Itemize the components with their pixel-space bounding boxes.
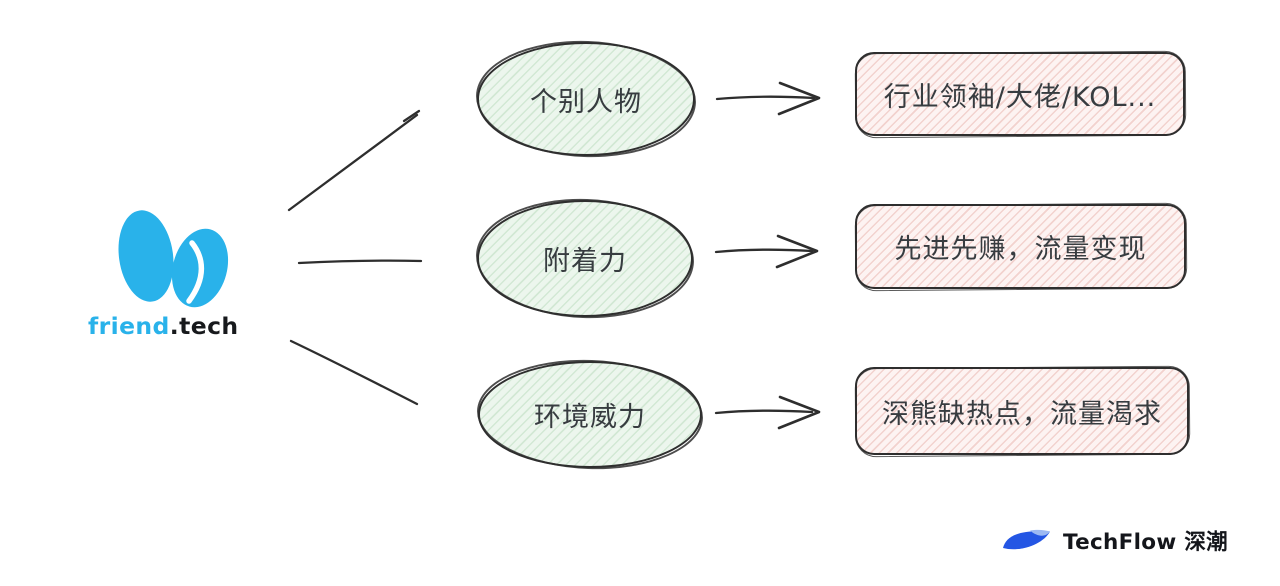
arrow-shaft-2 — [714, 248, 814, 254]
outcome-box-3: 深熊缺热点，流量渴求 — [855, 367, 1189, 455]
factor-node-2: 附着力 — [477, 200, 693, 317]
arrow-head-3 — [777, 395, 821, 430]
branch-line-2 — [297, 259, 423, 265]
outcome-label-1: 行业领袖/大佬/KOL... — [883, 81, 1157, 113]
branch-line-1 — [287, 113, 419, 212]
outcome-label-3: 深熊缺热点，流量渴求 — [882, 398, 1162, 430]
arrow-shaft-1 — [715, 95, 816, 101]
friendtech-wordmark: friend.tech — [88, 312, 239, 340]
outcome-box-2: 先进先赚，流量变现 — [855, 204, 1186, 289]
friendtech-rabbit-ears-icon — [118, 210, 229, 308]
factor-node-3: 环境威力 — [478, 361, 702, 468]
branch-line-3 — [289, 339, 419, 406]
friendtech-wordmark-friend: friend — [88, 312, 170, 340]
arrow-head-2 — [775, 234, 819, 269]
factor-label-3: 环境威力 — [534, 402, 646, 433]
branch-line-1-sketch-tick — [402, 109, 421, 123]
outcome-box-1: 行业领袖/大佬/KOL... — [855, 52, 1185, 136]
techflow-leaf-icon — [1003, 529, 1050, 550]
arrow-shaft-3 — [714, 409, 814, 415]
outcome-label-2: 先进先赚，流量变现 — [894, 234, 1147, 265]
factor-label-1: 个别人物 — [530, 86, 642, 118]
factor-label-2: 附着力 — [543, 246, 627, 277]
techflow-brand-text: TechFlow 深潮 — [1063, 529, 1228, 555]
techflow-watermark: TechFlow 深潮 — [1002, 523, 1228, 557]
factor-node-1: 个别人物 — [477, 42, 695, 156]
friendtech-wordmark-tech: .tech — [169, 312, 239, 340]
arrow-head-1 — [777, 81, 821, 116]
